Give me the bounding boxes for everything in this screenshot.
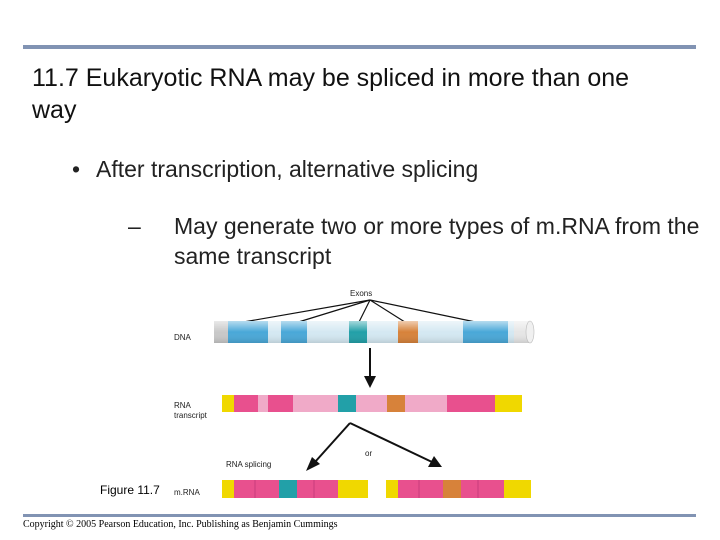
dna-strand (214, 321, 534, 343)
rna-5prime-cap (222, 395, 234, 412)
copyright-notice: Copyright © 2005 Pearson Education, Inc.… (23, 519, 338, 530)
dna-label: DNA (174, 333, 192, 342)
mrna-variant-2 (386, 480, 531, 498)
exon-pointer-1 (232, 300, 370, 324)
rna-label-line2: transcript (174, 411, 208, 420)
transcription-arrow (364, 348, 376, 388)
dna-shading (214, 321, 530, 343)
mrna1-tail (338, 480, 368, 498)
mrna2-tail (504, 480, 531, 498)
rna-exon-5 (447, 395, 495, 412)
rna-splicing-label: RNA splicing (226, 460, 271, 469)
mrna-variant-1 (222, 480, 368, 498)
figure-label: Figure 11.7 (100, 483, 160, 497)
exon-pointer-lines (232, 300, 485, 324)
or-label: or (365, 449, 372, 458)
rna-exon-2 (268, 395, 293, 412)
splicing-arrows (315, 423, 432, 462)
exon-pointer-5 (370, 300, 485, 324)
rna-label: RNA (174, 401, 192, 410)
splicing-arrow-left (315, 423, 350, 462)
rna-exon-4 (387, 395, 405, 412)
dna-end-cap (526, 321, 534, 343)
exons-label: Exons (350, 289, 372, 298)
mrna2-cap (386, 480, 398, 498)
rna-exon-3 (338, 395, 356, 412)
rna-exon-1 (234, 395, 258, 412)
mrna1-cap (222, 480, 234, 498)
mrna2-orange-exon (443, 480, 461, 498)
rna-poly-a-tail (495, 395, 522, 412)
rna-transcript (222, 395, 522, 412)
mrna-label: m.RNA (174, 488, 200, 497)
splicing-arrow-right (350, 423, 432, 462)
bottom-rule (23, 514, 696, 517)
mrna1-teal-exon (279, 480, 297, 498)
